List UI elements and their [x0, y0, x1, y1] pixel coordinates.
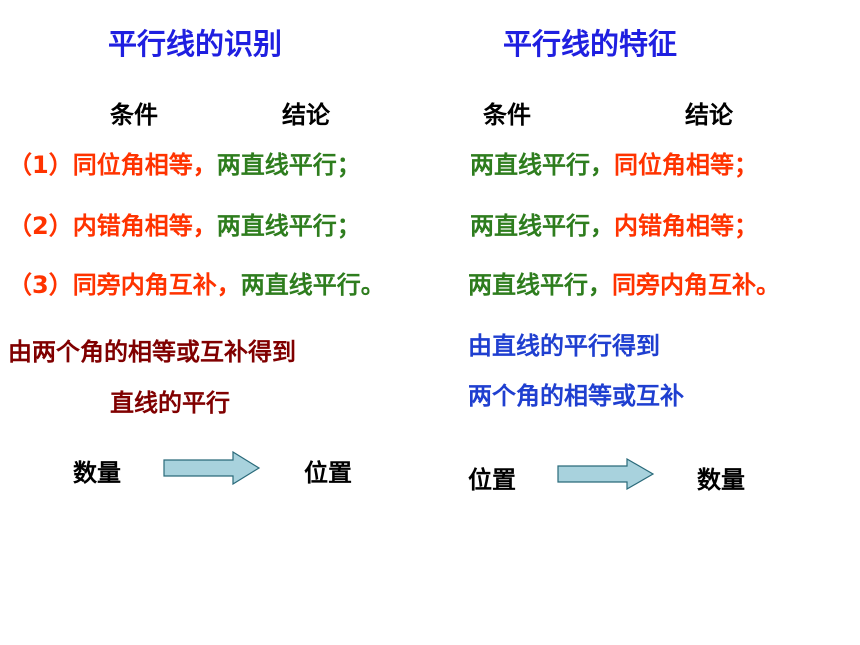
- right-row-1: 两直线平行，同位角相等；: [470, 153, 758, 177]
- left-condition-header: 条件: [110, 101, 158, 129]
- left-row-2: （2）内错角相等，两直线平行；: [8, 214, 361, 238]
- left-conclusion-header: 结论: [282, 101, 330, 129]
- left-summary-line-2: 直线的平行: [110, 389, 230, 417]
- right-row-3-condition: 两直线平行，: [468, 271, 612, 299]
- right-arrow-icon: [557, 458, 655, 490]
- left-row-3-condition: （3）同旁内角互补，: [8, 271, 241, 299]
- right-summary-line-2: 两个角的相等或互补: [468, 382, 684, 410]
- right-to-label: 数量: [697, 466, 745, 494]
- left-row-2-conclusion: 两直线平行；: [216, 212, 361, 240]
- left-to-label: 位置: [304, 459, 352, 487]
- right-row-1-condition: 两直线平行，: [470, 151, 614, 179]
- left-from-label: 数量: [73, 459, 121, 487]
- left-row-3-conclusion: 两直线平行。: [240, 271, 385, 299]
- right-row-3-conclusion: 同旁内角互补。: [612, 271, 780, 299]
- right-row-2-conclusion: 内错角相等；: [614, 212, 758, 240]
- right-row-2-condition: 两直线平行，: [470, 212, 614, 240]
- left-row-2-condition: （2）内错角相等，: [8, 212, 217, 240]
- left-row-1-conclusion: 两直线平行；: [216, 151, 361, 179]
- left-row-1: （1）同位角相等，两直线平行；: [8, 153, 361, 177]
- right-arrow-icon: [163, 451, 261, 485]
- right-title: 平行线的特征: [503, 27, 678, 61]
- right-conclusion-header: 结论: [685, 101, 733, 129]
- right-row-3: 两直线平行，同旁内角互补。: [468, 273, 780, 297]
- right-row-2: 两直线平行，内错角相等；: [470, 214, 758, 238]
- left-summary-line-1: 由两个角的相等或互补得到: [8, 338, 296, 366]
- left-row-1-condition: （1）同位角相等，: [8, 151, 217, 179]
- right-row-1-conclusion: 同位角相等；: [614, 151, 758, 179]
- right-from-label: 位置: [468, 466, 516, 494]
- right-condition-header: 条件: [483, 101, 531, 129]
- right-summary-line-1: 由直线的平行得到: [468, 332, 660, 360]
- left-row-3: （3）同旁内角互补，两直线平行。: [8, 273, 385, 297]
- left-title: 平行线的识别: [108, 27, 283, 61]
